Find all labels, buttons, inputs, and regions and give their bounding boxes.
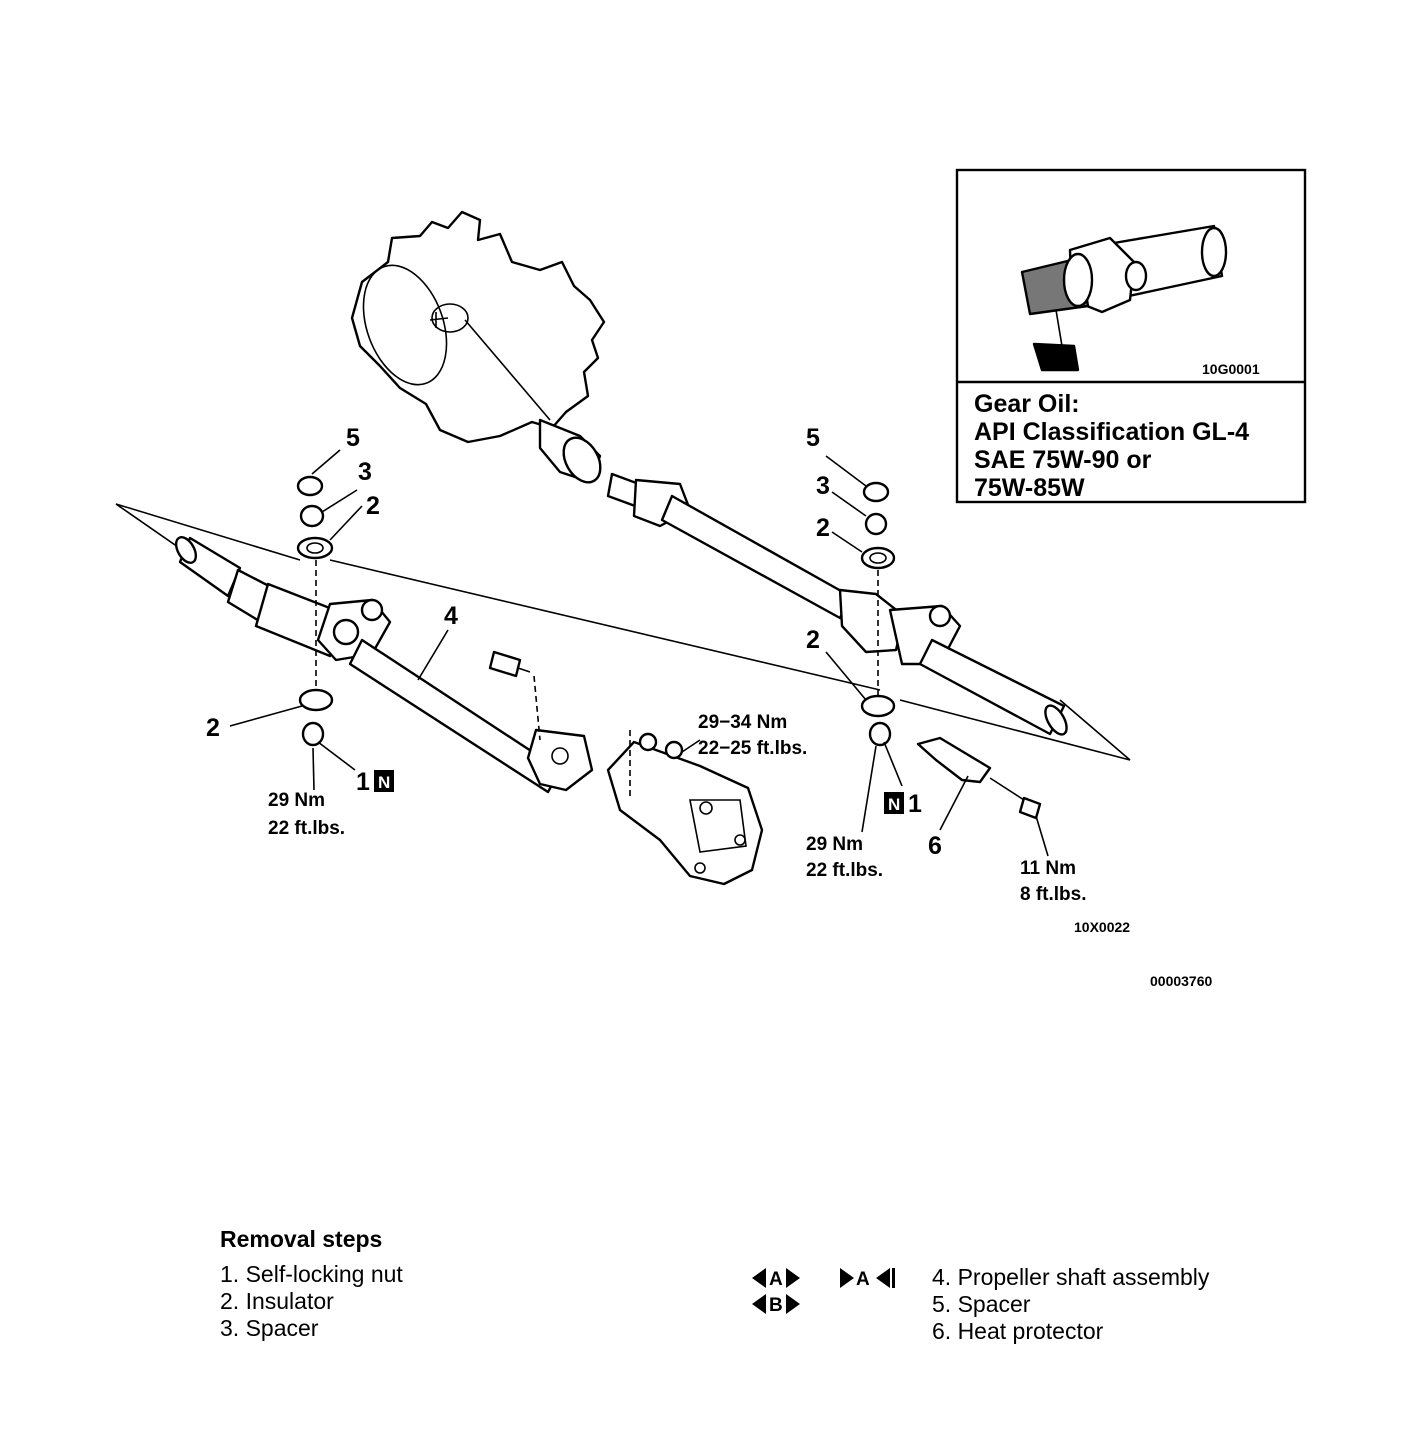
removal-step-1: 1. Self-locking nut — [220, 1261, 403, 1287]
callout-right-2-lower: 2 — [806, 626, 820, 654]
callout-right-5: 5 — [806, 424, 820, 452]
removal-step-3: 3. Spacer — [220, 1315, 319, 1341]
service-marks: A A B — [752, 1268, 895, 1316]
gear-oil-line-1: Gear Oil: — [974, 390, 1080, 418]
callout-right-2-upper: 2 — [816, 514, 830, 542]
diagram-code: 10X0022 — [1074, 919, 1130, 935]
removal-steps-left: Removal steps 1. Self-locking nut 2. Ins… — [220, 1226, 403, 1342]
torque-flange-ftlbs: 22−25 ft.lbs. — [698, 738, 807, 759]
removal-steps-right: 4. Propeller shaft assembly 5. Spacer 6.… — [932, 1264, 1209, 1345]
differential — [606, 740, 764, 886]
torque-left-nut-ftlbs: 22 ft.lbs. — [268, 818, 345, 839]
callout-right-6: 6 — [928, 832, 942, 860]
left-mount-stack — [296, 475, 334, 747]
torque-heat-protector-nm: 11 Nm — [1020, 858, 1076, 879]
callout-left-2-upper: 2 — [366, 492, 380, 520]
svg-text:A: A — [856, 1269, 870, 1290]
removal-step-6: 6. Heat protector — [932, 1318, 1104, 1344]
flange-bolt — [488, 650, 684, 800]
svg-text:B: B — [769, 1295, 783, 1316]
torque-flange-nm: 29−34 Nm — [698, 712, 787, 733]
right-propeller-shaft — [606, 472, 1068, 736]
nut-mark-right: N — [884, 792, 904, 814]
removal-step-2: 2. Insulator — [220, 1288, 334, 1314]
inset-shaft-illustration — [1020, 224, 1228, 372]
gear-oil-line-4: 75W-85W — [974, 474, 1085, 502]
callout-right-1: 1 — [908, 790, 922, 818]
reference-lines — [115, 503, 1131, 761]
callout-left-5: 5 — [346, 424, 360, 452]
callout-left-2-lower: 2 — [206, 714, 220, 742]
torque-right-nut-nm: 29 Nm — [806, 834, 863, 855]
page-code: 00003760 — [1150, 973, 1213, 989]
mark-b-install: B — [752, 1294, 800, 1316]
callout-right-3: 3 — [816, 472, 830, 500]
gear-oil-inset: 10G0001 Gear Oil: API Classification GL-… — [955, 168, 1307, 504]
torque-right-nut-ftlbs: 22 ft.lbs. — [806, 860, 883, 881]
removal-step-4: 4. Propeller shaft assembly — [932, 1264, 1210, 1290]
removal-title: Removal steps — [220, 1226, 383, 1252]
callout-left-4: 4 — [444, 602, 458, 630]
heat-protector — [916, 736, 1042, 820]
svg-text:A: A — [769, 1269, 783, 1290]
nut-mark-left: N — [374, 770, 394, 792]
torque-left-nut-nm: 29 Nm — [268, 790, 325, 811]
transmission-housing — [350, 210, 606, 484]
right-mount-stack — [860, 481, 896, 747]
callout-left-3: 3 — [358, 458, 372, 486]
leader-lines — [229, 449, 1049, 857]
callout-left-1: 1 — [356, 768, 370, 796]
removal-step-5: 5. Spacer — [932, 1291, 1031, 1317]
gear-oil-line-2: API Classification GL-4 — [974, 418, 1249, 446]
inset-image-code: 10G0001 — [1202, 361, 1260, 377]
svg-text:N: N — [888, 795, 900, 814]
svg-text:N: N — [378, 773, 390, 792]
gear-oil-line-3: SAE 75W-90 or — [974, 446, 1152, 474]
mark-a-remove: A — [840, 1268, 895, 1290]
torque-heat-protector-ftlbs: 8 ft.lbs. — [1020, 884, 1087, 905]
left-propeller-shaft — [174, 536, 594, 794]
mark-a-install: A — [752, 1268, 800, 1290]
